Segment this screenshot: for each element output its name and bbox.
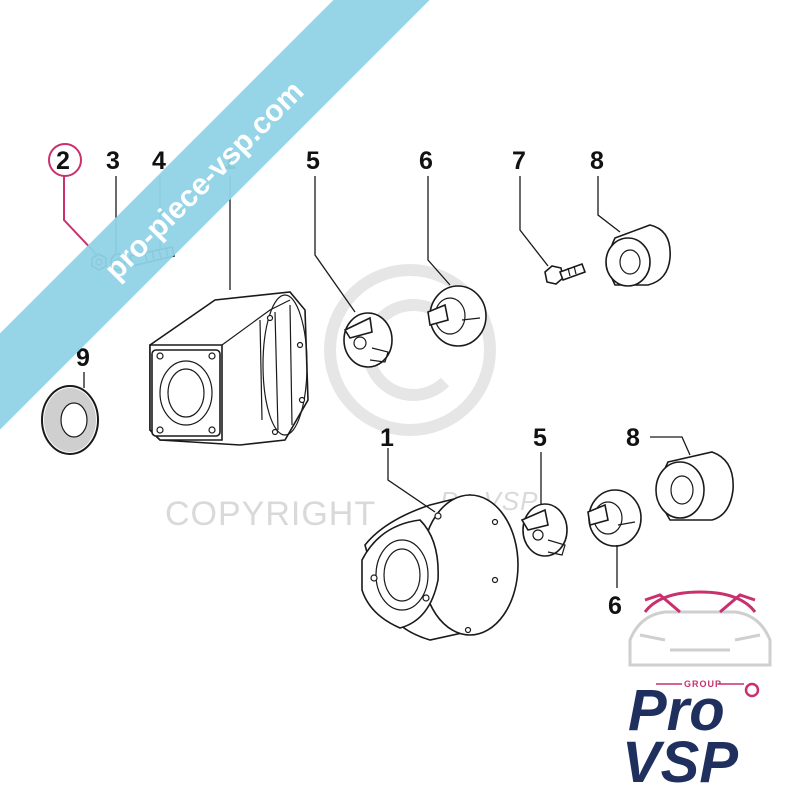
logo-vsp-text: VSP	[622, 730, 738, 795]
car-outline-icon	[628, 590, 772, 667]
callout-7: 7	[512, 147, 526, 175]
callout-6-bottom: 6	[608, 592, 622, 620]
housing-bottom	[361, 494, 519, 641]
callout-6-top: 6	[419, 147, 433, 175]
logo-dot-icon	[744, 682, 760, 698]
leader-lines	[63, 176, 691, 588]
provsp-logo: GROUP Pro VSP	[622, 590, 772, 795]
copyright-watermark-text: COPYRIGHT	[165, 495, 376, 533]
ring-part-5-top	[343, 312, 393, 368]
callout-3: 3	[106, 147, 120, 175]
sleeve-part-8-bottom	[655, 451, 734, 521]
callout-9: 9	[76, 344, 90, 372]
ring-part-5-bottom	[520, 503, 568, 557]
callout-4: 4	[152, 147, 166, 175]
ring-part-6-bottom	[587, 489, 642, 547]
callout-8-bottom: 8	[626, 424, 640, 452]
callout-1-bottom: 1	[380, 424, 394, 452]
logo-group-text: GROUP	[684, 679, 722, 689]
callout-highlight-circle	[48, 143, 82, 177]
callout-2: 2	[56, 147, 70, 175]
callout-5-top: 5	[306, 147, 320, 175]
logo-pro-text: Pro	[628, 678, 725, 743]
housing-top	[149, 291, 309, 446]
sleeve-part-8-top	[605, 224, 671, 287]
callout-8-top: 8	[590, 147, 604, 175]
callout-5-bottom: 5	[533, 424, 547, 452]
gasket-part-9	[41, 385, 99, 455]
ring-part-6-top	[427, 285, 487, 347]
banner-url-text: pro-piece-vsp.com	[98, 75, 310, 287]
bolt-part-7	[544, 262, 587, 285]
